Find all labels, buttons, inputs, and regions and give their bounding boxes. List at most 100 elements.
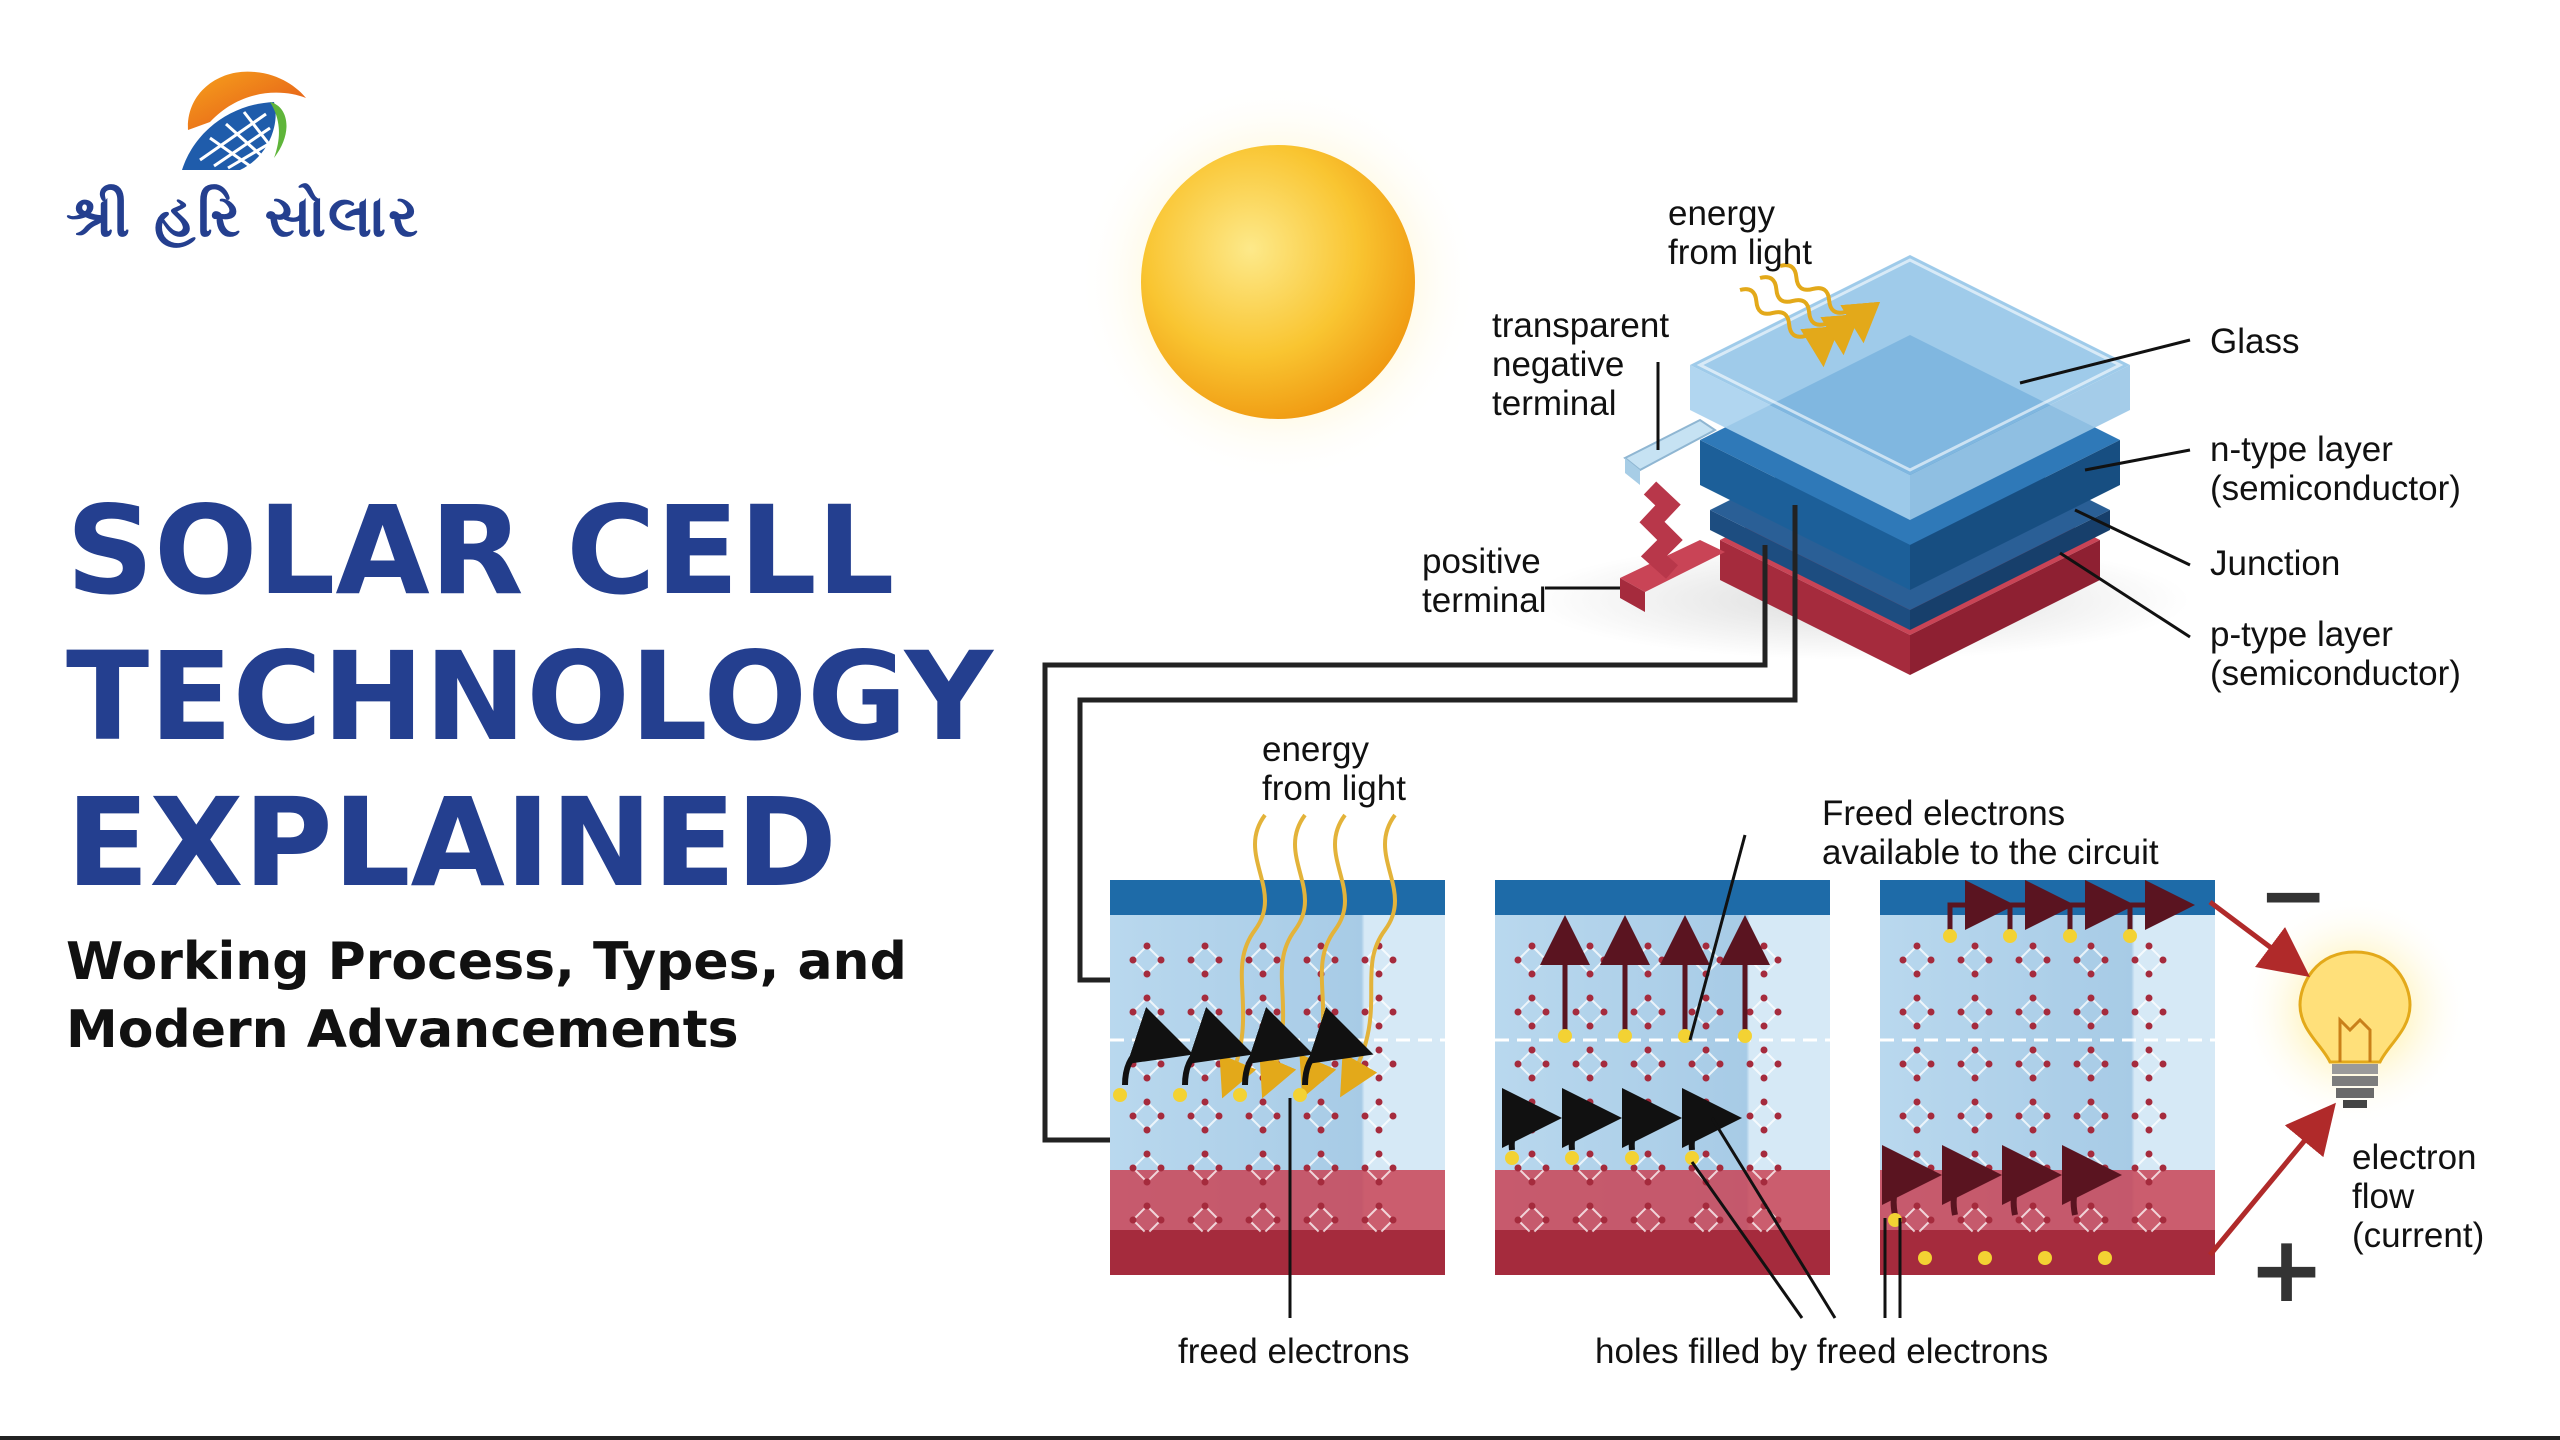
label-ef-line-3: (current) [2352,1216,2485,1255]
lattice-atom [1586,1022,1594,1030]
lattice-atom [1760,1098,1768,1106]
panel-1 [1110,880,1445,1275]
lattice-atom [1644,1046,1652,1054]
lattice-atom [1201,1150,1209,1158]
lattice-atom [2131,1112,2139,1120]
lattice-atom [1600,1060,1608,1068]
lattice-atom [1644,1098,1652,1106]
lattice-atom [2145,1022,2153,1030]
lattice-atom [1245,1112,1253,1120]
lattice-atom [1644,1126,1652,1134]
lattice-atom [1201,1126,1209,1134]
lattice-atom [1157,956,1165,964]
label-energy-line-1: energy [1668,194,1776,233]
lattice-atom [1259,1074,1267,1082]
lattice-atom [2015,1216,2023,1224]
lattice-atom [1259,1126,1267,1134]
lattice-atom [1259,942,1267,950]
panel-2-activity [1501,915,1770,1165]
lattice-atom [1245,1216,1253,1224]
lattice-atom [1331,1060,1339,1068]
lattice-atom [1913,970,1921,978]
lattice-atom [1746,956,1754,964]
lattice-atom [1644,970,1652,978]
label-n-type-layer: n-type layer (semiconductor) [2210,430,2461,508]
lattice-atom [1971,1074,1979,1082]
lattice-atom [2029,942,2037,950]
lattice-atom [1245,956,1253,964]
lattice-atom [1528,1230,1536,1238]
lattice-atom [2087,1178,2095,1186]
lattice-atom [1303,1164,1311,1172]
label-fea-line-1: Freed electrons [1822,794,2066,833]
lattice-atom [2145,994,2153,1002]
lattice-atom [1187,1008,1195,1016]
lattice-atom [1129,1008,1137,1016]
lattice-atom [1644,1022,1652,1030]
lattice-atom [1913,1074,1921,1082]
lattice-atom [1971,970,1979,978]
lattice-atom [1375,994,1383,1002]
lattice-atom [1913,1202,1921,1210]
lattice-atom [1658,956,1666,964]
lattice-atom [1572,1164,1580,1172]
lattice-atom [1317,942,1325,950]
lattice-atom [1971,1126,1979,1134]
lattice-atom [1129,1164,1137,1172]
lattice-atom [1899,1008,1907,1016]
label-junction: Junction [2210,544,2341,583]
lattice-atom [1985,1060,1993,1068]
lattice-atom [2159,1216,2167,1224]
lattice-atom [1331,956,1339,964]
lattice-atom [1375,1230,1383,1238]
solar-panel-logo-icon [182,102,287,170]
lattice-atom [1899,1060,1907,1068]
lattice-atom [2073,1112,2081,1120]
lattice-atom [1143,1022,1151,1030]
lattice-atom [1375,1202,1383,1210]
lattice-atom [1774,956,1782,964]
lattice-atom [1331,1164,1339,1172]
label-energy2-line-1: energy [1262,730,1370,769]
lattice-atom [1215,1216,1223,1224]
lattice-atom [2159,1112,2167,1120]
lattice-atom [1600,1216,1608,1224]
lattice-atom [1389,1164,1397,1172]
lattice-atom [1586,994,1594,1002]
sun-icon [1078,82,1478,482]
lattice-atom [2029,1126,2037,1134]
lattice-atom [1600,1112,1608,1120]
lattice-atom [2043,1164,2051,1172]
lattice-atom [1586,1202,1594,1210]
lattice-atom [2015,1060,2023,1068]
lattice-atom [2145,1230,2153,1238]
lattice-atom [1760,1022,1768,1030]
label-energy-line-2: from light [1668,233,1812,272]
lattice-atom [1927,956,1935,964]
lattice-atom [1957,1112,1965,1120]
label-electron-flow: electron flow (current) [2352,1138,2484,1255]
lattice-atom [2145,1074,2153,1082]
lattice-atom [2015,1164,2023,1172]
lattice-atom [1273,1216,1281,1224]
lattice-atom [2073,1216,2081,1224]
lattice-atom [2029,970,2037,978]
label-tnt-line-3: terminal [1492,384,1617,423]
lattice-atom [1971,1230,1979,1238]
lattice-atom [1913,1046,1921,1054]
label-energy2-line-2: from light [1262,769,1406,808]
lattice-atom [1586,1074,1594,1082]
lattice-atom [1201,970,1209,978]
lattice-atom [1514,1008,1522,1016]
lattice-atom [2043,956,2051,964]
lattice-atom [1630,956,1638,964]
lattice-atom [1273,956,1281,964]
lattice-atom [1985,956,1993,964]
lattice-atom [1143,1150,1151,1158]
lattice-atom [1630,1216,1638,1224]
lattice-atom [2159,1060,2167,1068]
lattice-atom [1760,1074,1768,1082]
lattice-atom [1985,1164,1993,1172]
lattice-atom [1514,956,1522,964]
lattice-atom [1245,1164,1253,1172]
